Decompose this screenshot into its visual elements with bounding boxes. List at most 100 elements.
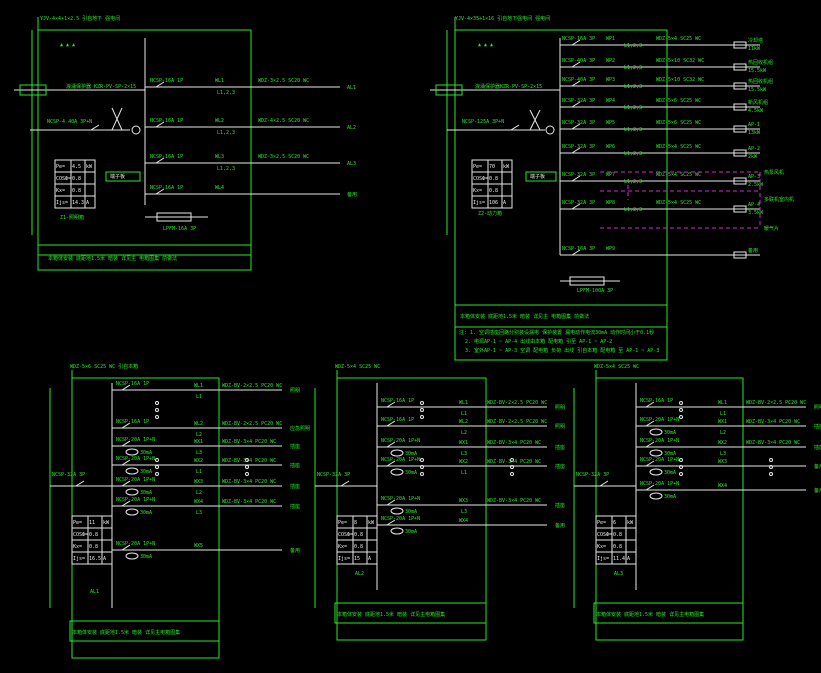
surge-symbol bbox=[111, 107, 123, 131]
cable-label: WDZ-BV-2×2.5 PC20 WC bbox=[487, 419, 547, 425]
panel-z1: YJV-4×4+1×2.5 引自地下 强电间▲ ▲ ▲浪涌保护器 KZR-PV-… bbox=[14, 15, 357, 271]
param-label: Ijs= bbox=[473, 200, 485, 206]
phase-label: L3 bbox=[720, 451, 726, 457]
param-label: Ijs= bbox=[338, 556, 350, 562]
circuit-id: WP3 bbox=[606, 77, 615, 83]
ellipsis-dot bbox=[155, 415, 159, 419]
circuit-id: WP1 bbox=[606, 36, 615, 42]
circuit-breaker-symbol bbox=[381, 441, 403, 448]
dashed-label: 暖气片 bbox=[764, 225, 779, 232]
breaker-label: NCSP-16A 1P bbox=[381, 417, 414, 423]
destination-label: AL3 bbox=[347, 161, 356, 167]
cable-label: WDZ-5×4 SC25 WC bbox=[656, 200, 701, 206]
ellipsis-dot bbox=[420, 408, 424, 412]
cable-label: WDZ-BV-3×4 PC20 WC bbox=[487, 498, 541, 504]
breaker-label: NCSP-32A 3P bbox=[562, 172, 595, 178]
destination-label: AP-4 bbox=[748, 202, 760, 208]
cable-label: WDZ-BV-3×4 PC20 WC bbox=[222, 479, 276, 485]
circuit-id: WX4 bbox=[194, 499, 203, 505]
circuit-id: WP2 bbox=[606, 58, 615, 64]
load-label: 2.5kW bbox=[748, 182, 764, 188]
destination-label: 插座 bbox=[555, 502, 565, 509]
cable-label: WDZ-3×2.5 SC20 WC bbox=[258, 78, 309, 84]
terminal-label: 端子板 bbox=[110, 173, 125, 180]
destination-label: AL2 bbox=[347, 125, 356, 131]
switch-blade bbox=[121, 384, 131, 391]
circuit-breaker-symbol bbox=[566, 101, 588, 108]
param-value: 4.5 bbox=[72, 164, 81, 170]
breaker-label: NCSP-20A 1P+N bbox=[381, 438, 420, 444]
cable-label: WDZ-BV-3×4 PC20 WC bbox=[487, 459, 541, 465]
circuit-breaker-symbol bbox=[640, 484, 662, 491]
param-unit: A bbox=[86, 200, 89, 206]
destination-label: 照明 bbox=[555, 424, 565, 430]
breaker-label: NCSP-20A 1P+N bbox=[381, 457, 420, 463]
panel-name: AL2 bbox=[355, 571, 364, 577]
circuit-id: WX1 bbox=[194, 439, 203, 445]
destination-label: 照明 bbox=[814, 405, 821, 411]
main-breaker-label: NCSP-32A 3P bbox=[576, 472, 609, 478]
circuit-breaker-symbol bbox=[381, 401, 403, 408]
circuit-id: WL2 bbox=[194, 421, 203, 427]
cable-label: WDZ-BV-3×4 PC20 WC bbox=[222, 439, 276, 445]
spd-label: 浪涌保护器 KZR-PV-SP-2×15 bbox=[66, 83, 136, 90]
load-label: 15.5kW bbox=[748, 87, 767, 93]
ellipsis-dot bbox=[420, 472, 424, 476]
param-label: Ijs= bbox=[73, 556, 85, 562]
circuit-id: WX3 bbox=[194, 479, 203, 485]
rcd-symbol bbox=[125, 488, 139, 496]
rcd-symbol bbox=[649, 449, 663, 457]
circuit-breaker-symbol bbox=[116, 422, 138, 429]
footer-note: 本箱体安装 底距地1.5米 暗装 详见主 电箱图集 前做法 bbox=[460, 313, 589, 320]
rcd-symbol bbox=[390, 468, 404, 476]
phase-label: L2 bbox=[196, 432, 202, 438]
meter-label: LPFM-16A 3P bbox=[163, 226, 196, 232]
breaker-label: NCSP-16A 1P bbox=[150, 185, 183, 191]
panel-footer-frame bbox=[37, 244, 252, 271]
switch-blade bbox=[386, 460, 396, 467]
switch-blade bbox=[510, 124, 520, 131]
switch-blade bbox=[645, 460, 655, 467]
destination-label: 插座 bbox=[814, 423, 821, 430]
destination-label: 插座 bbox=[290, 483, 300, 490]
switch-blade bbox=[90, 124, 100, 131]
circuit-id: WX5 bbox=[194, 543, 203, 549]
main-breaker-symbol bbox=[335, 480, 357, 487]
circuit-breaker-symbol bbox=[566, 249, 588, 256]
panel-name: AL3 bbox=[614, 571, 623, 577]
cable-label: WDZ-5×6 SC25 WC bbox=[656, 120, 701, 126]
panel-footer-frame bbox=[454, 304, 668, 328]
circuit-id: WL4 bbox=[215, 185, 224, 191]
breaker-label: NCSP-20A 1P+N bbox=[116, 541, 155, 547]
circuit-id: WX3 bbox=[459, 498, 468, 504]
isolator-symbol bbox=[545, 125, 555, 135]
switch-blade bbox=[571, 249, 581, 256]
circuit-breaker-symbol bbox=[566, 61, 588, 68]
ellipsis-dot bbox=[769, 472, 773, 476]
circuit-breaker-symbol bbox=[116, 384, 138, 391]
destination-label: 备用 bbox=[555, 522, 565, 529]
switch-blade bbox=[121, 480, 131, 487]
param-label: COSФ= bbox=[73, 532, 88, 538]
destination-label: 备用 bbox=[814, 463, 821, 470]
breaker-label: NCSP-20A 1P+N bbox=[640, 438, 679, 444]
switch-blade bbox=[155, 81, 165, 88]
breaker-label: NCSP-32A 3P bbox=[562, 200, 595, 206]
cable-label: WDZ-BV-3×4 PC20 WC bbox=[222, 499, 276, 505]
phase-label: L1,2,3 bbox=[624, 179, 642, 185]
cable-label: WDZ-BV-3×4 PC20 WC bbox=[487, 440, 541, 446]
terminal-box bbox=[525, 171, 557, 182]
rcd-symbol bbox=[125, 448, 139, 456]
circuit-id: WX2 bbox=[194, 458, 203, 464]
circuit-breaker-symbol bbox=[640, 420, 662, 427]
main-breaker-label: NCSP-4 40A 3P+N bbox=[47, 119, 92, 125]
param-label: Pe= bbox=[597, 520, 606, 526]
destination-label: AL1 bbox=[347, 85, 356, 91]
